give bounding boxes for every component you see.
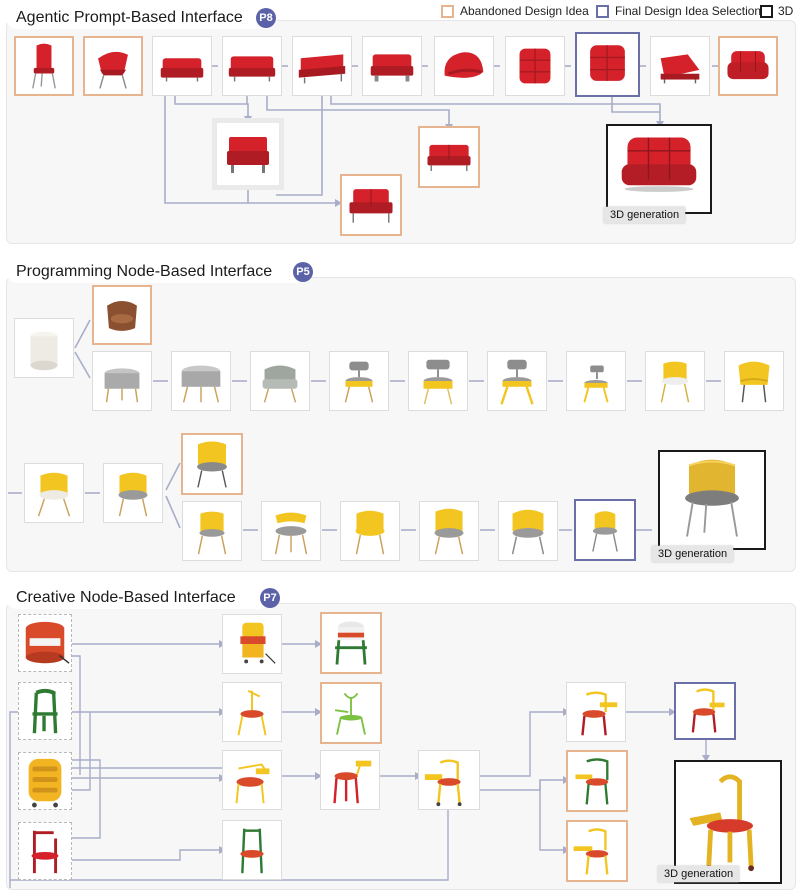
- idea-node-abandoned-shell[interactable]: [181, 433, 243, 495]
- idea-node-brown-tub[interactable]: [92, 285, 152, 345]
- source-node-yellow-trolley[interactable]: [18, 752, 72, 810]
- idea-node-sofa-4[interactable]: [362, 36, 422, 96]
- idea-node-final-tufted[interactable]: [575, 32, 640, 97]
- participant-badge-p5: P5: [293, 262, 313, 282]
- participant-badge-p7: P7: [260, 588, 280, 608]
- idea-node-sofa-3[interactable]: [292, 36, 352, 96]
- legend-swatch-final: [596, 5, 609, 18]
- idea-node-red-lounge[interactable]: [83, 36, 143, 96]
- idea-node-loveseat-b[interactable]: [340, 174, 402, 236]
- idea-node-shell-6[interactable]: [261, 501, 321, 561]
- idea-node-tablet-chair-a[interactable]: [566, 682, 626, 742]
- legend-label-final: Final Design Idea Selection: [615, 4, 762, 18]
- idea-node-merged-tablet-chair[interactable]: [418, 750, 480, 810]
- panel-title-agentic: Agentic Prompt-Based Interface: [6, 7, 277, 29]
- idea-node-yellow-seat-2[interactable]: [408, 351, 468, 411]
- panel-title-creative: Creative Node-Based Interface: [6, 587, 270, 609]
- idea-node-gray-stool[interactable]: [171, 351, 231, 411]
- idea-node-sofa-2[interactable]: [222, 36, 282, 96]
- legend-label-abandoned: Abandoned Design Idea: [460, 4, 589, 18]
- idea-node-gray-pouf[interactable]: [92, 351, 152, 411]
- idea-node-yellow-shell-1[interactable]: [645, 351, 705, 411]
- legend-label-3d: 3D: [778, 4, 794, 18]
- idea-node-yellow-thin-chair[interactable]: [222, 682, 282, 742]
- 3d-result-programming[interactable]: [658, 450, 766, 550]
- 3d-generation-label-creative: 3D generation: [658, 866, 740, 882]
- 3d-generation-label-programming: 3D generation: [652, 546, 734, 562]
- idea-node-yellow-shell-2[interactable]: [724, 351, 784, 411]
- idea-node-green-tablet-chair[interactable]: [566, 750, 628, 812]
- participant-badge-p8: P8: [256, 8, 276, 28]
- legend-swatch-3d: [760, 5, 773, 18]
- idea-node-yellow-seat-3[interactable]: [487, 351, 547, 411]
- idea-node-final-creative[interactable]: [674, 682, 736, 740]
- legend-swatch-abandoned: [441, 5, 454, 18]
- panel-creative: [6, 603, 796, 890]
- idea-node-shell-7[interactable]: [340, 501, 400, 561]
- idea-node-shell-8[interactable]: [419, 501, 479, 561]
- idea-node-cream-seat-shell[interactable]: [24, 463, 84, 523]
- idea-node-lamp-stool[interactable]: [222, 614, 282, 674]
- idea-node-tufted-chair[interactable]: [505, 36, 565, 96]
- 3d-result-agentic[interactable]: [606, 124, 712, 214]
- idea-node-red-chair[interactable]: [14, 36, 74, 96]
- 3d-result-creative[interactable]: [674, 760, 782, 884]
- idea-node-final-shell[interactable]: [574, 499, 636, 561]
- idea-node-green-red-chair[interactable]: [222, 820, 282, 880]
- source-node-orange-lamp[interactable]: [18, 614, 72, 672]
- idea-node-boxy-armchair[interactable]: [212, 118, 284, 190]
- source-node-red-chair[interactable]: [18, 822, 72, 880]
- idea-node-shell-9[interactable]: [498, 501, 558, 561]
- idea-node-red-bar-stool[interactable]: [320, 750, 380, 810]
- idea-node-loveseat-a[interactable]: [418, 126, 480, 188]
- 3d-generation-label-agentic: 3D generation: [604, 207, 686, 223]
- idea-node-low-lounger[interactable]: [650, 36, 710, 96]
- idea-node-green-lamp-hybrid[interactable]: [320, 612, 382, 674]
- idea-node-green-sculpt[interactable]: [320, 682, 382, 744]
- idea-node-gray-seat-shell[interactable]: [103, 463, 163, 523]
- idea-node-curved-sofa[interactable]: [434, 36, 494, 96]
- idea-node-yellow-seat-4[interactable]: [566, 351, 626, 411]
- source-node-green-chair[interactable]: [18, 682, 72, 740]
- idea-node-gray-lounge[interactable]: [250, 351, 310, 411]
- idea-node-sofa-1[interactable]: [152, 36, 212, 96]
- idea-node-cream-pouf[interactable]: [14, 318, 74, 378]
- idea-node-red-tablet-chair[interactable]: [566, 820, 628, 882]
- idea-node-armchair[interactable]: [718, 36, 778, 96]
- idea-node-yellow-seat-1[interactable]: [329, 351, 389, 411]
- panel-title-programming: Programming Node-Based Interface: [6, 261, 307, 283]
- idea-node-shell-5[interactable]: [182, 501, 242, 561]
- idea-node-yellow-desk-chair[interactable]: [222, 750, 282, 810]
